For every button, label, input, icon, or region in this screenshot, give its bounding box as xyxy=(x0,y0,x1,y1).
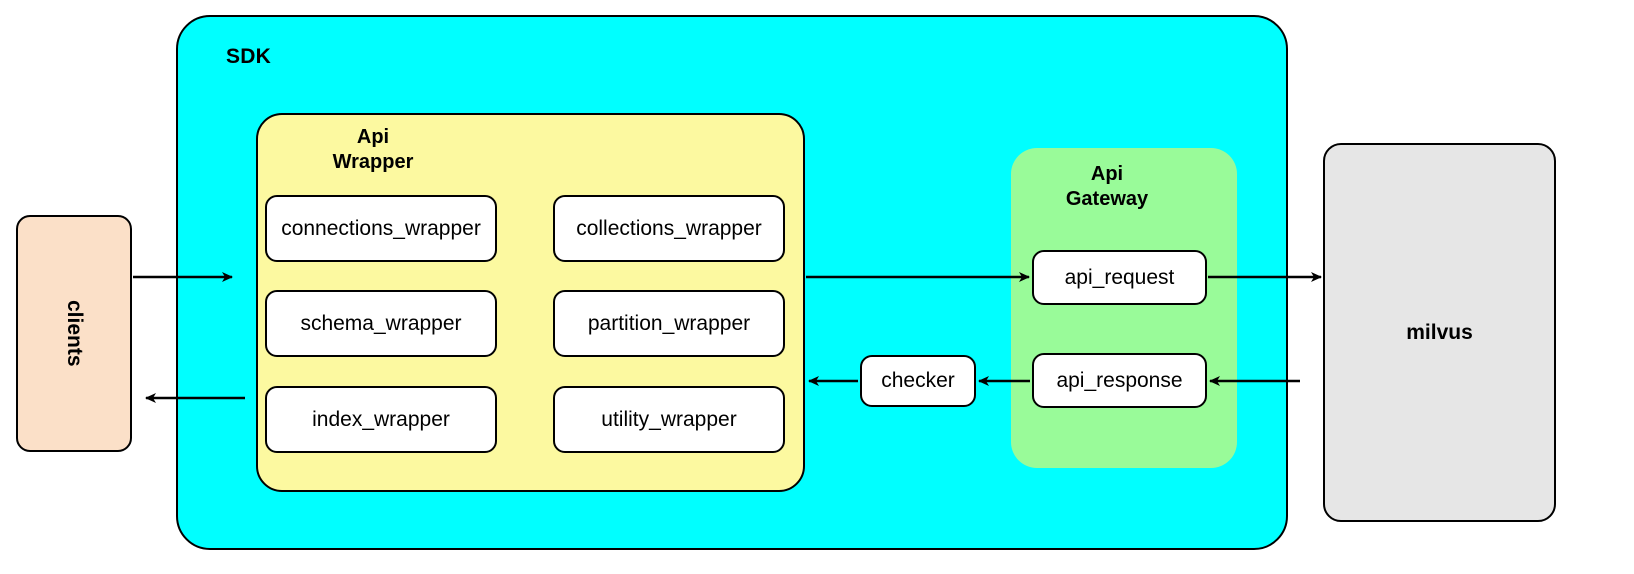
module-index-wrapper[interactable]: index_wrapper xyxy=(265,386,497,453)
module-label: api_request xyxy=(1064,265,1175,289)
checker-box[interactable]: checker xyxy=(860,355,976,407)
module-utility-wrapper[interactable]: utility_wrapper xyxy=(553,386,785,453)
sdk-label: SDK xyxy=(226,45,271,68)
api-gateway-label: Api Gateway xyxy=(1027,162,1187,212)
module-label: connections_wrapper xyxy=(281,216,481,240)
module-label: utility_wrapper xyxy=(601,407,737,431)
api-wrapper-label-line2: Wrapper xyxy=(332,151,414,173)
checker-label: checker xyxy=(881,369,955,392)
api-gateway-container: Api Gateway xyxy=(1011,148,1237,468)
clients-label: clients xyxy=(63,300,86,367)
module-label: collections_wrapper xyxy=(576,216,762,240)
api-gateway-label-line2: Gateway xyxy=(1065,188,1149,210)
api-wrapper-label: Api Wrapper xyxy=(278,125,468,175)
module-partition-wrapper[interactable]: partition_wrapper xyxy=(553,290,785,357)
module-label: index_wrapper xyxy=(312,407,450,431)
module-label: schema_wrapper xyxy=(300,311,462,335)
milvus-box[interactable]: milvus xyxy=(1323,143,1556,522)
module-connections-wrapper[interactable]: connections_wrapper xyxy=(265,195,497,262)
module-label: api_response xyxy=(1056,368,1183,392)
api-wrapper-label-line1: Api xyxy=(356,126,390,148)
module-schema-wrapper[interactable]: schema_wrapper xyxy=(265,290,497,357)
module-api-response[interactable]: api_response xyxy=(1032,353,1207,408)
module-label: partition_wrapper xyxy=(587,311,751,335)
module-collections-wrapper[interactable]: collections_wrapper xyxy=(553,195,785,262)
module-api-request[interactable]: api_request xyxy=(1032,250,1207,305)
api-gateway-label-line1: Api xyxy=(1090,163,1124,185)
clients-box[interactable]: clients xyxy=(16,215,132,452)
milvus-label: milvus xyxy=(1406,320,1473,344)
